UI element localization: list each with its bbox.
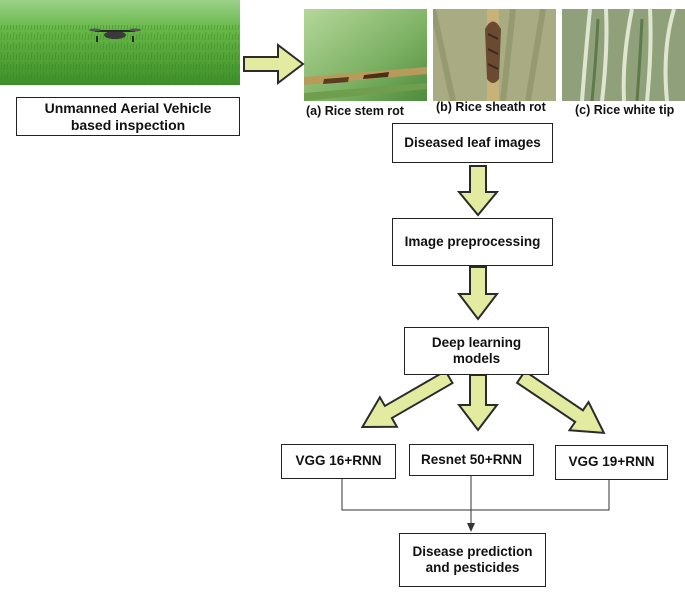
arrow-down-to-deep-learning [456,266,500,321]
arrow-down-to-resnet [456,374,500,432]
deep-learning-models-box: Deep learning models [404,327,549,375]
caption-rice-stem-rot: (a) Rice stem rot [306,104,404,118]
connector-vgg19 [471,480,610,511]
arrow-down-to-preprocessing [456,165,500,217]
uav-label-line1: Unmanned Aerial Vehicle [44,99,212,116]
rice-stem-rot-photo [304,9,427,101]
drone-icon [89,28,141,42]
connector-vgg16 [341,479,471,511]
arrow-to-vgg16 [360,369,454,429]
diseased-leaf-images-label: Diseased leaf images [404,134,541,150]
disease-prediction-box: Disease prediction and pesticides [399,533,546,587]
resnet50-rnn-box: Resnet 50+RNN [409,444,534,476]
vgg16-rnn-label: VGG 16+RNN [295,453,382,469]
output-line1: Disease prediction [412,543,533,559]
deep-learning-line1: Deep learning [431,334,522,350]
output-line2: and pesticides [425,560,520,575]
rice-sheath-rot-photo [433,9,556,101]
image-preprocessing-box: Image preprocessing [392,218,553,266]
connector-arrowhead [467,523,475,532]
arrow-to-vgg19 [515,369,606,435]
image-preprocessing-label: Image preprocessing [404,233,541,249]
resnet50-rnn-label: Resnet 50+RNN [421,451,522,467]
caption-rice-white-tip: (c) Rice white tip [575,103,675,117]
uav-inspection-box: Unmanned Aerial Vehicle based inspection [16,97,240,136]
vgg19-rnn-label: VGG 19+RNN [568,454,655,470]
arrow-right-to-photos [243,42,305,86]
uav-label-line2: based inspection [70,116,186,133]
drone-field-photo [0,0,240,85]
diseased-leaf-images-box: Diseased leaf images [392,123,553,163]
rice-white-tip-photo [562,9,685,101]
caption-rice-sheath-rot: (b) Rice sheath rot [436,100,546,114]
vgg16-rnn-box: VGG 16+RNN [281,444,396,479]
deep-learning-line2: models [452,351,501,366]
vgg19-rnn-box: VGG 19+RNN [555,445,668,480]
